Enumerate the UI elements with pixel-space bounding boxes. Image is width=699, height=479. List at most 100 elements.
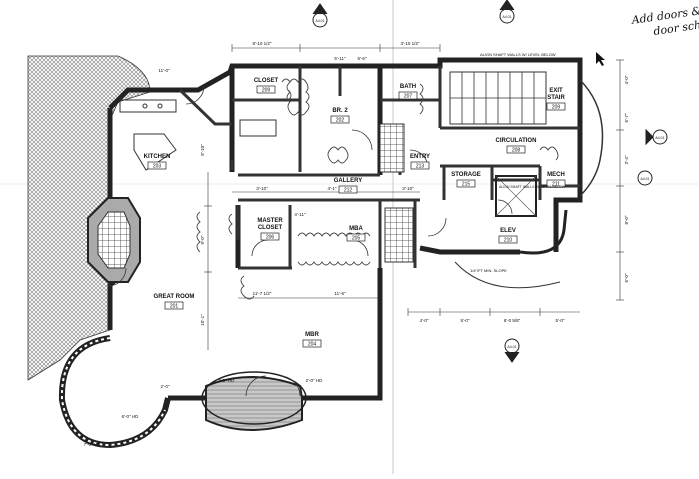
svg-text:3'-10 1/2": 3'-10 1/2" xyxy=(401,41,420,46)
room-number-box xyxy=(302,339,322,348)
room-number-bath: 207 xyxy=(404,94,413,100)
octagonal-bay-inner xyxy=(97,211,131,269)
room-number-box xyxy=(546,102,566,111)
room-name-gallery: GALLERY xyxy=(334,178,362,184)
svg-text:door sch: door sch xyxy=(653,18,699,38)
room-number-box xyxy=(456,179,476,188)
room-number-mech: 211 xyxy=(552,182,560,188)
room-number-box xyxy=(398,91,418,100)
svg-text:A4.01: A4.01 xyxy=(507,345,516,349)
room-name-br2: BR. 2 xyxy=(332,108,348,114)
kitchen-counters xyxy=(119,99,177,171)
svg-text:8'-10 1/2": 8'-10 1/2" xyxy=(253,41,272,46)
room-number-box xyxy=(330,115,350,124)
shaft-note-mid: ALIGN SHAFT WALLS W/ LEVEL BELOW xyxy=(499,185,566,189)
svg-text:9'-0": 9'-0" xyxy=(200,235,205,244)
svg-text:11'-6": 11'-6" xyxy=(334,291,346,296)
room-number-box xyxy=(260,232,280,241)
room-number-box xyxy=(410,161,430,170)
room-name-entry: ENTRY xyxy=(410,154,430,160)
room-name-closet: CLOSET xyxy=(254,78,279,84)
section-marker-labels: A4.01 A4.01 A4.01 A4.01 A4.01 xyxy=(315,15,664,349)
closet-shelf-fixture xyxy=(239,119,277,137)
section-markers xyxy=(312,0,668,363)
room-name-circulation: CIRCULATION xyxy=(496,138,537,144)
room-number-closet: 209 xyxy=(262,88,271,94)
svg-text:3'-4": 3'-4" xyxy=(624,155,629,164)
room-name-great-room: GREAT ROOM xyxy=(154,294,195,300)
room-name-storage: STORAGE xyxy=(451,172,481,178)
svg-text:4'-1": 4'-1" xyxy=(328,186,337,191)
svg-text:8'-0": 8'-0" xyxy=(624,215,629,224)
interior-walls xyxy=(178,66,580,270)
svg-text:4'-0": 4'-0" xyxy=(420,318,429,323)
svg-text:2'-0": 2'-0" xyxy=(161,384,170,389)
svg-text:6'-0": 6'-0" xyxy=(624,273,629,282)
room-number-box xyxy=(256,85,276,94)
room-number-master-closet: 206 xyxy=(266,235,275,241)
balcony-deck xyxy=(205,376,303,431)
annotations: ALIGN SHAFT WALLS W/ LEVEL BELOW ALIGN S… xyxy=(470,52,566,273)
room-name-master-closet: CLOSET xyxy=(258,225,283,231)
slope-note: 1/4"/FT MIN. SLOPE xyxy=(470,268,507,273)
room-number-box xyxy=(506,145,526,154)
svg-text:7'-0" HD: 7'-0" HD xyxy=(218,378,235,383)
door-swings xyxy=(107,85,513,397)
svg-text:10'-1": 10'-1" xyxy=(200,314,205,326)
svg-text:7'-0" HD: 7'-0" HD xyxy=(84,442,101,447)
dimension-labels-vertical: 4'-0" 6'-7" 3'-4" 8'-0" 6'-0" 8'-10" 9'-… xyxy=(200,75,629,326)
shaft-note-top: ALIGN SHAFT WALLS W/ LEVEL BELOW xyxy=(480,52,556,57)
mech-curved-wall xyxy=(579,79,604,197)
svg-text:2'-0" HD: 2'-0" HD xyxy=(306,378,323,383)
room-name-mbr: MBR xyxy=(305,332,319,338)
svg-text:A4.01: A4.01 xyxy=(315,19,324,23)
room-number-box xyxy=(498,235,518,244)
svg-text:3'-10": 3'-10" xyxy=(402,186,414,191)
room-name-master-closet: MASTER xyxy=(257,218,283,224)
room-number-elev: 210 xyxy=(504,238,513,244)
svg-text:6'-0 5/8": 6'-0 5/8" xyxy=(504,318,521,323)
room-number-mba: 205 xyxy=(352,236,361,242)
elevator-shaft xyxy=(495,175,537,217)
dimension-lines xyxy=(204,44,624,350)
room-number-exit-stair: 209 xyxy=(552,105,561,111)
svg-text:A4.01: A4.01 xyxy=(655,136,664,140)
svg-text:5'-0": 5'-0" xyxy=(461,318,470,323)
dimension-labels: 8'-10 1/2" 5'-11" 6'-6" 3'-10 1/2" 3'-10… xyxy=(84,41,565,447)
room-name-bath: BATH xyxy=(400,84,416,90)
mba-tile-floor xyxy=(384,207,414,263)
room-number-storage: 215 xyxy=(462,182,471,188)
svg-text:4'-11": 4'-11" xyxy=(294,212,306,217)
handwritten-note: Add doors & door sch xyxy=(630,4,699,38)
room-number-box xyxy=(147,161,167,170)
room-number-kitchen: 203 xyxy=(153,164,162,170)
entry-ramp-slope xyxy=(454,261,561,289)
room-number-box xyxy=(164,301,184,310)
exit-stair-treads xyxy=(449,71,547,125)
svg-text:3'-10": 3'-10" xyxy=(256,186,268,191)
room-number-entry: 213 xyxy=(416,164,425,170)
room-number-mbr: 204 xyxy=(308,342,317,348)
elev-curved-wall xyxy=(519,209,568,255)
room-number-box xyxy=(346,233,366,242)
room-name-exit-stair: STAIR xyxy=(547,95,565,101)
room-number-br2: 202 xyxy=(336,118,345,124)
bath-tile-floor xyxy=(379,123,405,173)
room-number-box xyxy=(338,185,358,194)
svg-text:5'-0": 5'-0" xyxy=(556,318,565,323)
svg-text:11'-0": 11'-0" xyxy=(158,68,170,73)
room-number-gallery: 212 xyxy=(344,188,353,194)
room-name-elev: ELEV xyxy=(500,228,516,234)
room-name-mech: MECH xyxy=(547,172,565,178)
svg-text:6'-6": 6'-6" xyxy=(358,56,367,61)
svg-text:A4.01: A4.01 xyxy=(640,177,649,181)
room-name-kitchen: KITCHEN xyxy=(144,154,171,160)
svg-text:5'-11": 5'-11" xyxy=(334,56,346,61)
room-number-circulation: 208 xyxy=(512,148,521,154)
svg-text:4'-0": 4'-0" xyxy=(624,75,629,84)
svg-text:6'-0" HD: 6'-0" HD xyxy=(122,414,139,419)
landscape-shrubs xyxy=(196,78,559,300)
